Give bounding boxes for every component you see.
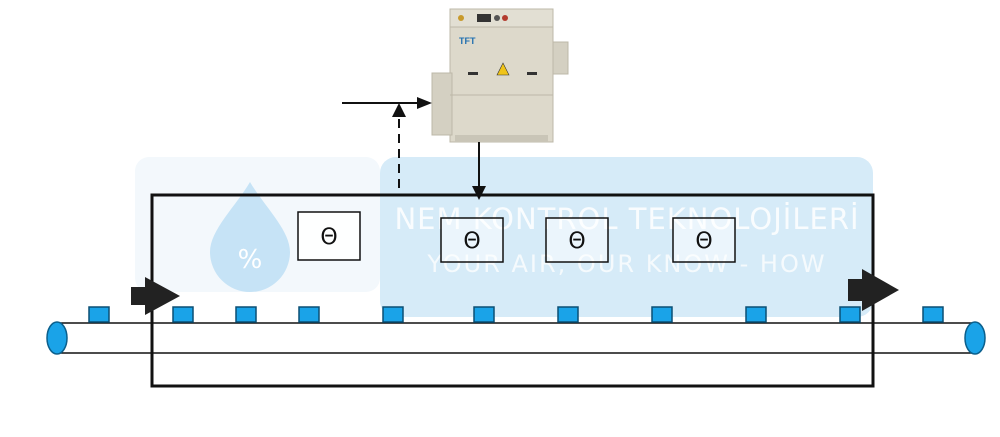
unit-display [477, 14, 491, 22]
unit-vent [527, 72, 537, 75]
unit-side-box [552, 41, 569, 75]
exit-arrow-icon [848, 269, 899, 311]
flow-direction [131, 269, 899, 315]
unit-switch [502, 15, 508, 21]
sensor-icon: Θ [695, 229, 712, 254]
supply-air-arrow-icon [472, 186, 486, 200]
product-block [922, 306, 944, 323]
humidity-sensor: Θ [440, 217, 504, 263]
pipe-right-end [964, 321, 986, 355]
conveyor-pipe [46, 321, 986, 355]
product-block [839, 306, 861, 323]
enclosure [150, 193, 875, 388]
humidity-sensor: Θ [545, 217, 609, 263]
sensor-icon: Θ [463, 229, 480, 254]
product-block [382, 306, 404, 323]
sensor-box [545, 217, 609, 263]
unit-switch [494, 15, 500, 21]
air-flow [342, 97, 486, 200]
product-block [298, 306, 320, 323]
watermark-panel [380, 157, 873, 317]
sensor-box [440, 217, 504, 263]
unit-status-light [458, 15, 464, 21]
product-block [88, 306, 110, 323]
sensor-box [672, 217, 736, 263]
entry-arrow-icon [131, 277, 180, 315]
fresh-air-arrow-icon [417, 97, 432, 109]
product-block [473, 306, 495, 323]
sensor-box [297, 211, 361, 261]
enclosure-outline [150, 193, 875, 388]
sensor-icon: Θ [568, 229, 585, 254]
return-air-arrow-icon [392, 103, 406, 117]
humidity-sensors: Θ Θ Θ Θ [297, 211, 736, 263]
warning-icon [496, 62, 510, 76]
products [88, 306, 944, 323]
product-block [235, 306, 257, 323]
product-block [557, 306, 579, 323]
product-block [651, 306, 673, 323]
unit-top-panel [449, 8, 554, 28]
unit-brand: TFT [459, 36, 476, 46]
unit-inlet-box [431, 72, 453, 136]
pipe-left-end [46, 321, 68, 355]
unit-vent [468, 72, 478, 75]
water-drop-icon [210, 182, 290, 292]
humidity-sensor: Θ [297, 211, 361, 261]
dehumidifier-unit: TFT [431, 8, 569, 143]
unit-base [455, 135, 548, 142]
sensor-icon: Θ [320, 225, 337, 250]
product-block [745, 306, 767, 323]
humidity-sensor: Θ [672, 217, 736, 263]
watermark: % NEM KONTROL TEKNOLOJİLERİ YOUR AIR, OU… [135, 157, 873, 317]
watermark-percent: % [238, 245, 263, 275]
product-block [172, 306, 194, 323]
